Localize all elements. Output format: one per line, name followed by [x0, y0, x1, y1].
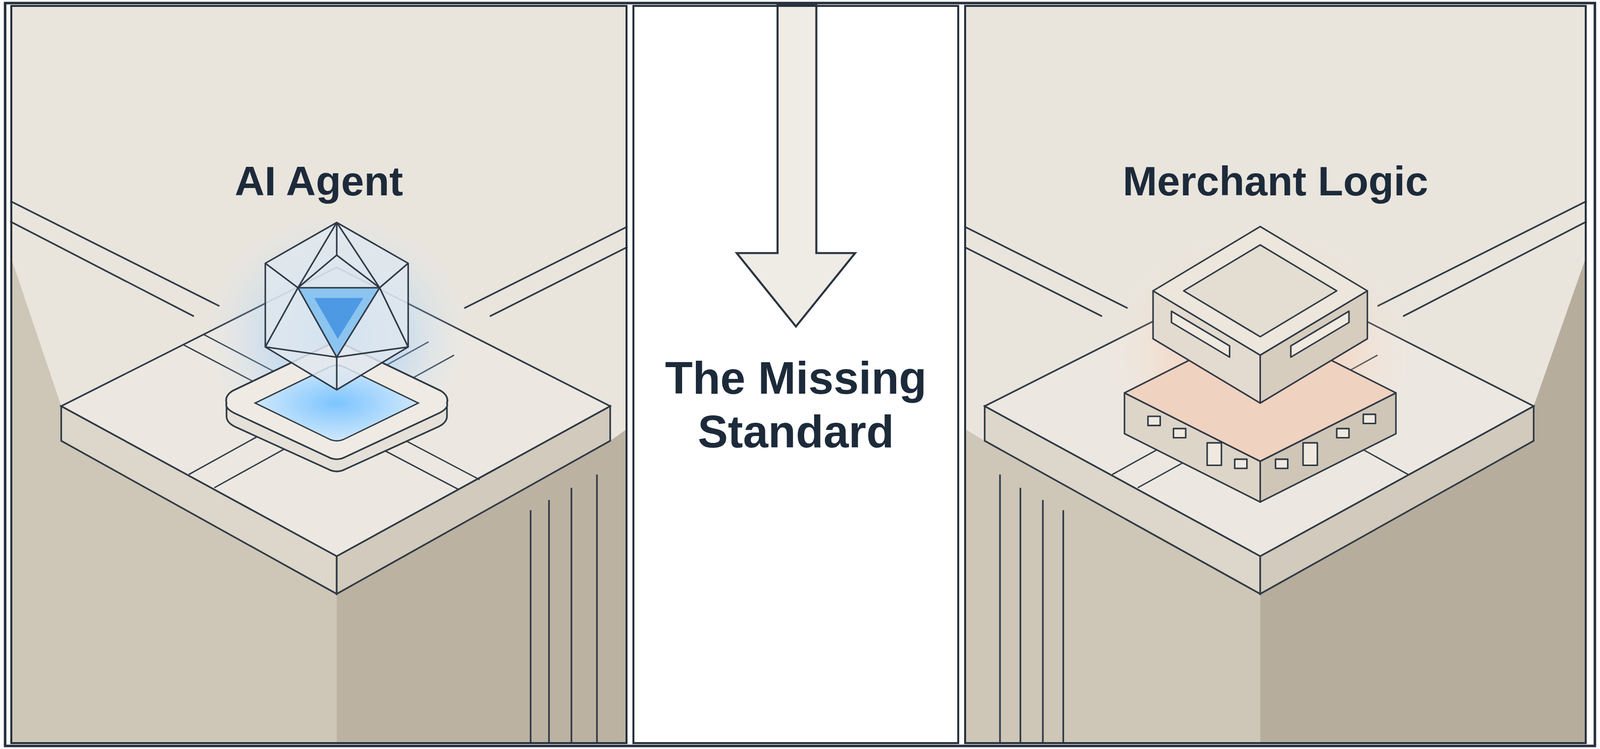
icosahedron-edge: [265, 346, 408, 358]
band-background: [630, 4, 962, 744]
column-line: [548, 500, 550, 745]
outer-frame: [4, 2, 1595, 747]
icosahedron-edge: [336, 254, 380, 288]
building-top: [1153, 226, 1368, 355]
icosahedron: [265, 222, 408, 390]
beam-line: [1403, 221, 1587, 317]
beam-line: [489, 247, 628, 317]
building-window: [1173, 428, 1186, 439]
building-window: [1336, 428, 1350, 439]
icosahedron-edge: [265, 287, 298, 347]
beam-line: [464, 226, 628, 309]
beam-lines: [964, 200, 1587, 744]
agent-pedestal-top: [225, 343, 448, 460]
building-window: [1148, 416, 1161, 426]
column-line: [529, 510, 532, 745]
node-label: The Missing Standard: [648, 351, 944, 459]
column-line: [999, 474, 1001, 744]
standard-band: The Missing Standard: [632, 4, 960, 745]
down-arrow: [736, 4, 856, 327]
column-line: [1019, 487, 1022, 744]
platform-seams: [0, 0, 480, 490]
node-label: Merchant Logic: [1004, 156, 1547, 206]
building-slot: [1290, 311, 1350, 357]
merchant-panel: Merchant Logic: [964, 4, 1587, 745]
icosahedron-edge: [336, 357, 338, 390]
beam-line: [10, 221, 194, 317]
building-slot: [1171, 311, 1230, 357]
beam-line: [10, 200, 220, 307]
icosahedron-face: [297, 287, 380, 358]
building-roof: [1183, 245, 1337, 338]
icosahedron-core: [314, 297, 364, 339]
building-window: [1275, 459, 1288, 469]
column-line: [1041, 500, 1044, 745]
icosahedron-edge: [336, 222, 408, 288]
building-door: [1303, 442, 1318, 466]
icosahedron-edge: [379, 287, 408, 347]
column-line: [1062, 510, 1065, 745]
building-door: [1207, 442, 1222, 466]
node-label: AI Agent: [48, 156, 590, 206]
column-line: [596, 474, 598, 744]
beam-line: [964, 247, 1102, 317]
platform-top: [61, 267, 610, 557]
seam-line: [0, 0, 184, 1]
column-line: [570, 487, 572, 744]
icosahedron-outline: [265, 222, 408, 390]
beam-line: [964, 226, 1128, 309]
building: [1124, 226, 1397, 502]
beam-lines: [10, 200, 628, 744]
panel-background: [964, 4, 1587, 744]
icosahedron-edge: [297, 222, 337, 288]
panel-background: [10, 4, 628, 744]
icosahedron-edge: [265, 222, 337, 288]
beam-line: [1377, 200, 1587, 307]
building-window: [1363, 414, 1376, 424]
building-window: [1234, 459, 1248, 469]
icosahedron-edges: [265, 222, 408, 390]
agent-pedestal: [225, 343, 448, 472]
agent-panel: AI Agent: [10, 4, 628, 745]
